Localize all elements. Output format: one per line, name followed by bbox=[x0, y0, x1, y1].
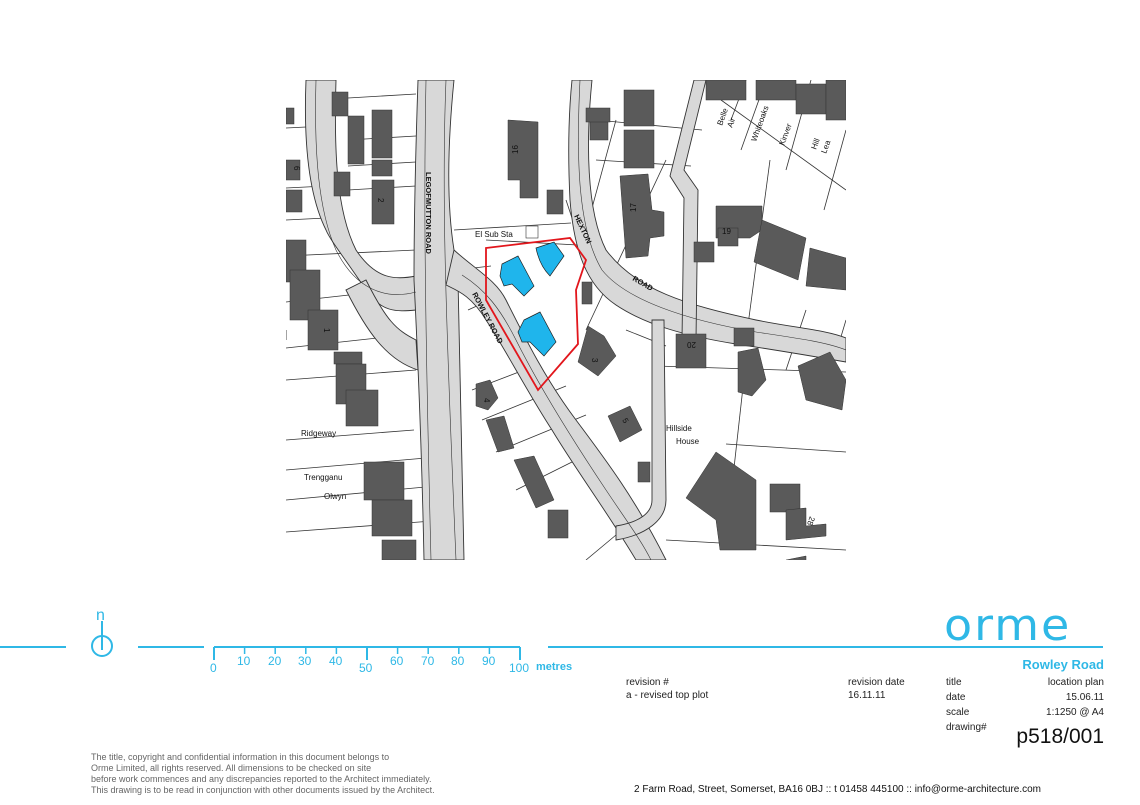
copyright-disclaimer: The title, copyright and confidential in… bbox=[91, 752, 435, 796]
house-number-20: 20 bbox=[687, 340, 696, 349]
label-house: House bbox=[676, 437, 700, 446]
drawing-number: p518/001 bbox=[1016, 725, 1104, 748]
scale-tick-90: 90 bbox=[482, 654, 496, 668]
drawing-number-label: drawing# bbox=[946, 722, 987, 733]
title-label: title bbox=[946, 677, 962, 688]
north-arrow-label: n bbox=[96, 607, 105, 624]
title-rule-mid bbox=[138, 646, 204, 648]
scale-tick-10: 10 bbox=[237, 654, 251, 668]
label-olwyn: Olwyn bbox=[324, 492, 346, 501]
title-rule-left bbox=[0, 646, 66, 648]
label-kinver: Kinver bbox=[777, 122, 793, 147]
scale-tick-100: 100 bbox=[509, 661, 530, 675]
date-label: date bbox=[946, 692, 966, 703]
revision-value: a - revised top plot bbox=[626, 690, 709, 701]
date-value: 15.06.11 bbox=[1065, 692, 1104, 703]
label-el-sub-sta: El Sub Sta bbox=[475, 230, 513, 239]
scale-value: 1:1250 @ A4 bbox=[1046, 707, 1104, 718]
project-name: Rowley Road bbox=[1022, 657, 1104, 672]
house-number-6: 6 bbox=[292, 166, 301, 171]
label-air: Air bbox=[725, 116, 737, 129]
disclaimer-line: This drawing is to be read in conjunctio… bbox=[91, 785, 435, 795]
house-number-16: 16 bbox=[511, 145, 520, 154]
scale-tick-60: 60 bbox=[390, 654, 404, 668]
house-number-4: 4 bbox=[482, 398, 491, 403]
north-arrow: n bbox=[88, 605, 118, 665]
house-number-2: 2 bbox=[376, 198, 385, 203]
scale-unit: metres bbox=[536, 661, 573, 673]
house-number-3: 3 bbox=[590, 358, 599, 363]
scale-tick-70: 70 bbox=[421, 654, 435, 668]
scale-tick-0: 0 bbox=[210, 661, 217, 675]
house-number-5: 5 bbox=[620, 417, 630, 426]
disclaimer-line: before work commences and any discrepanc… bbox=[91, 774, 432, 784]
label-hill: Hill bbox=[809, 137, 821, 151]
scale-bar: 0 10 20 30 40 50 60 70 80 90 100 metres bbox=[206, 640, 572, 680]
scale-tick-40: 40 bbox=[329, 654, 343, 668]
house-number-1: 1 bbox=[322, 328, 331, 333]
scale-tick-30: 30 bbox=[298, 654, 312, 668]
revision-date-header: revision date bbox=[848, 677, 905, 688]
disclaimer-line: Orme Limited, all rights reserved. All d… bbox=[91, 763, 372, 773]
label-whiteoaks: Whiteoaks bbox=[749, 104, 770, 142]
scale-tick-50: 50 bbox=[359, 661, 373, 675]
label-trengganu: Trengganu bbox=[304, 473, 342, 482]
disclaimer-line: The title, copyright and confidential in… bbox=[91, 752, 390, 762]
scale-label: scale bbox=[946, 707, 970, 718]
revision-date-value: 16.11.11 bbox=[848, 690, 886, 701]
scale-tick-80: 80 bbox=[451, 654, 465, 668]
house-number-28: 28 bbox=[805, 515, 817, 527]
company-address: 2 Farm Road, Street, Somerset, BA16 0BJ … bbox=[634, 784, 1042, 795]
scale-tick-20: 20 bbox=[268, 654, 282, 668]
label-ridgeway: Ridgeway bbox=[301, 429, 336, 438]
house-number-19: 19 bbox=[722, 227, 731, 236]
label-lea: Lea bbox=[819, 139, 832, 155]
orme-logo: orme bbox=[944, 599, 1072, 651]
title-value: location plan bbox=[1047, 677, 1104, 688]
revision-header: revision # bbox=[626, 677, 669, 688]
location-plan-map: El Sub Sta Ridgeway Trengganu Olwyn Hill… bbox=[286, 80, 846, 560]
label-hillside: Hillside bbox=[666, 424, 692, 433]
title-rule-right bbox=[548, 646, 1103, 648]
north-arrow-circle-icon bbox=[91, 635, 113, 657]
house-number-17: 17 bbox=[629, 203, 638, 212]
road-label-legofmutton: LEGOFMUTTON ROAD bbox=[424, 172, 433, 255]
